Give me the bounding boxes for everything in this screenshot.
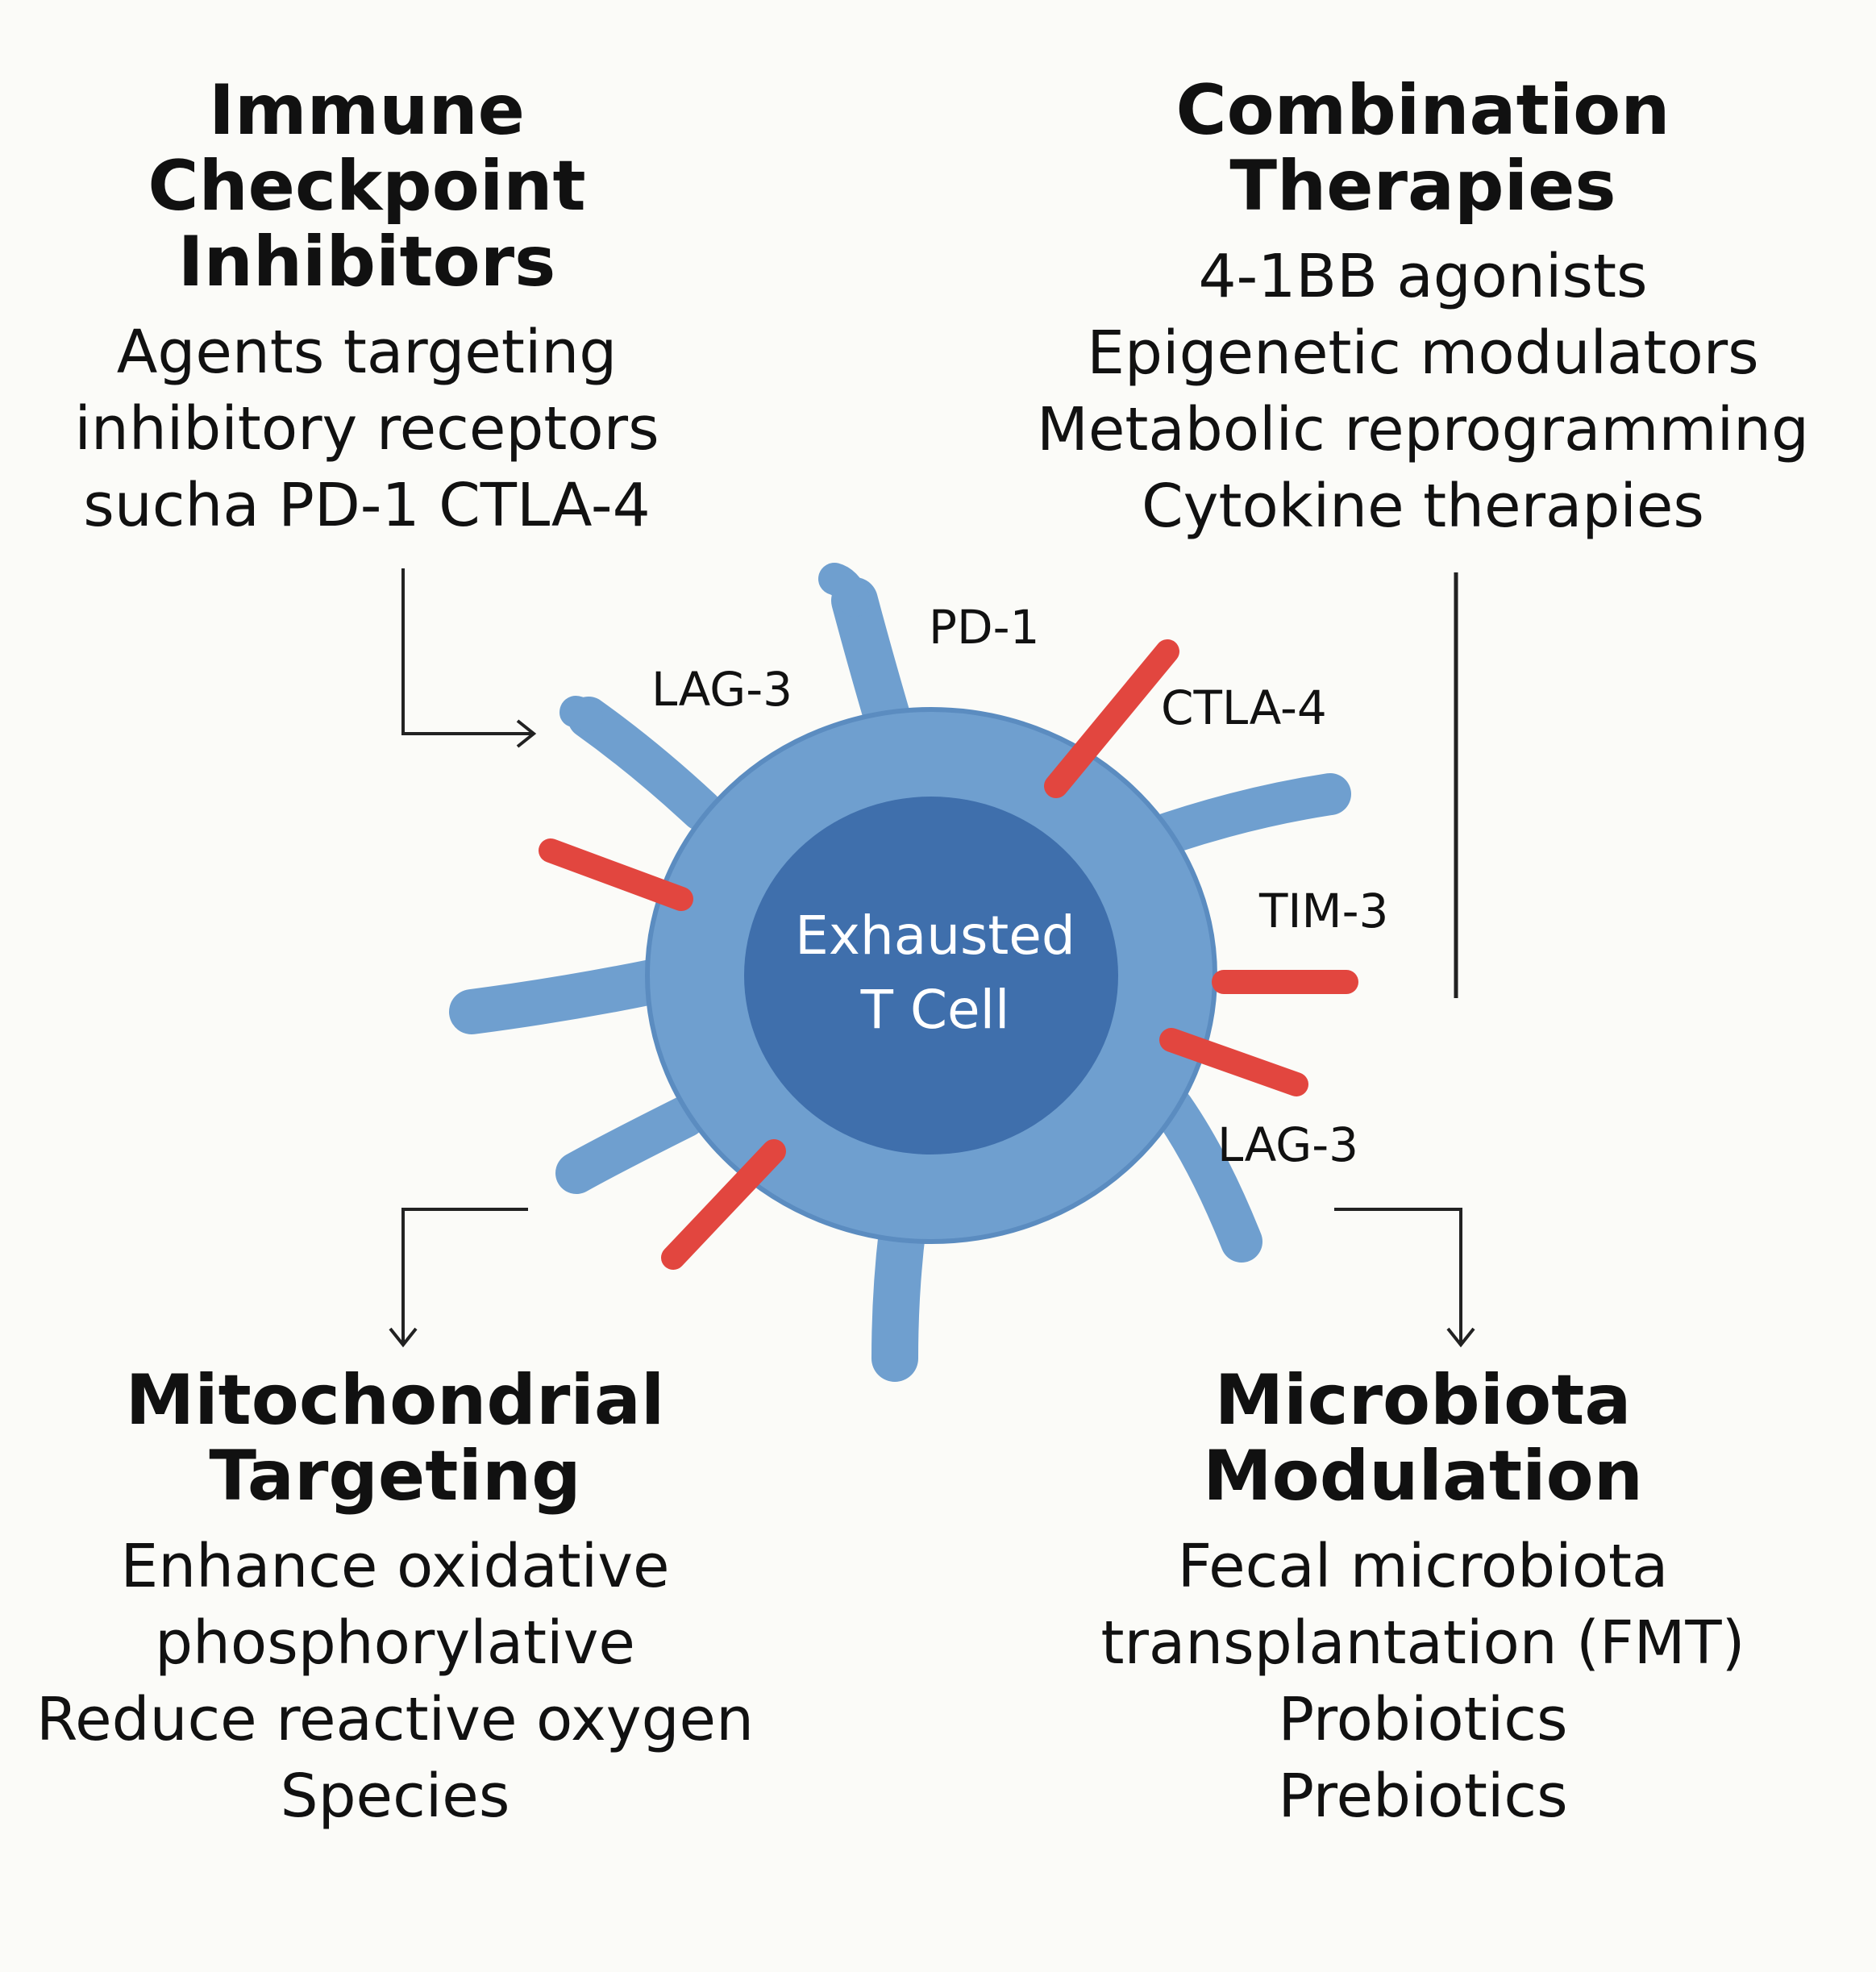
section-description: Fecal microbiota transplantation (FMT) P… <box>1100 1532 1745 1831</box>
receptors-red <box>539 639 1358 1270</box>
connector-bottom-left <box>389 1208 528 1348</box>
mitochondrial-targeting-section: Mitochondrial Targeting Enhance oxidativ… <box>8 1363 782 1835</box>
section-heading: Combination Therapies <box>1175 70 1670 227</box>
section-heading: Microbiota Modulation <box>1203 1360 1643 1516</box>
receptor-label-ctla4: CTLA-4 <box>1161 680 1327 735</box>
section-description: Enhance oxidative phosphorylative Reduce… <box>36 1532 754 1831</box>
immune-checkpoint-inhibitors-section: Immune Checkpoint Inhibitors Agents targ… <box>32 73 701 544</box>
receptor-ctla4 <box>1044 639 1179 798</box>
section-description: 4-1BB agonists Epigenetic modulators Met… <box>1036 242 1810 541</box>
receptor-label-pd1: PD-1 <box>929 600 1040 655</box>
cell-label: Exhausted T Cell <box>795 905 1075 1041</box>
connector-top-left <box>401 568 537 748</box>
receptor-label-tim3: TIM-3 <box>1259 884 1389 938</box>
section-description: Agents targeting inhibitory receptors su… <box>74 318 659 540</box>
microbiota-modulation-section: Microbiota Modulation Fecal microbiota t… <box>1040 1363 1806 1835</box>
receptor-left-upper <box>539 838 693 911</box>
receptor-bottom-left <box>661 1139 786 1270</box>
section-heading: Immune Checkpoint Inhibitors <box>148 70 586 302</box>
combination-therapies-section: Combination Therapies 4-1BB agonists Epi… <box>992 73 1854 545</box>
cell-nucleus <box>744 797 1118 1154</box>
receptor-label-lag3-bottom: LAG-3 <box>1217 1117 1359 1172</box>
receptor-right-lower <box>1159 1028 1308 1096</box>
section-heading: Mitochondrial Targeting <box>125 1360 665 1516</box>
connector-bottom-right <box>1334 1208 1475 1348</box>
receptor-label-lag3-top: LAG-3 <box>651 662 793 717</box>
